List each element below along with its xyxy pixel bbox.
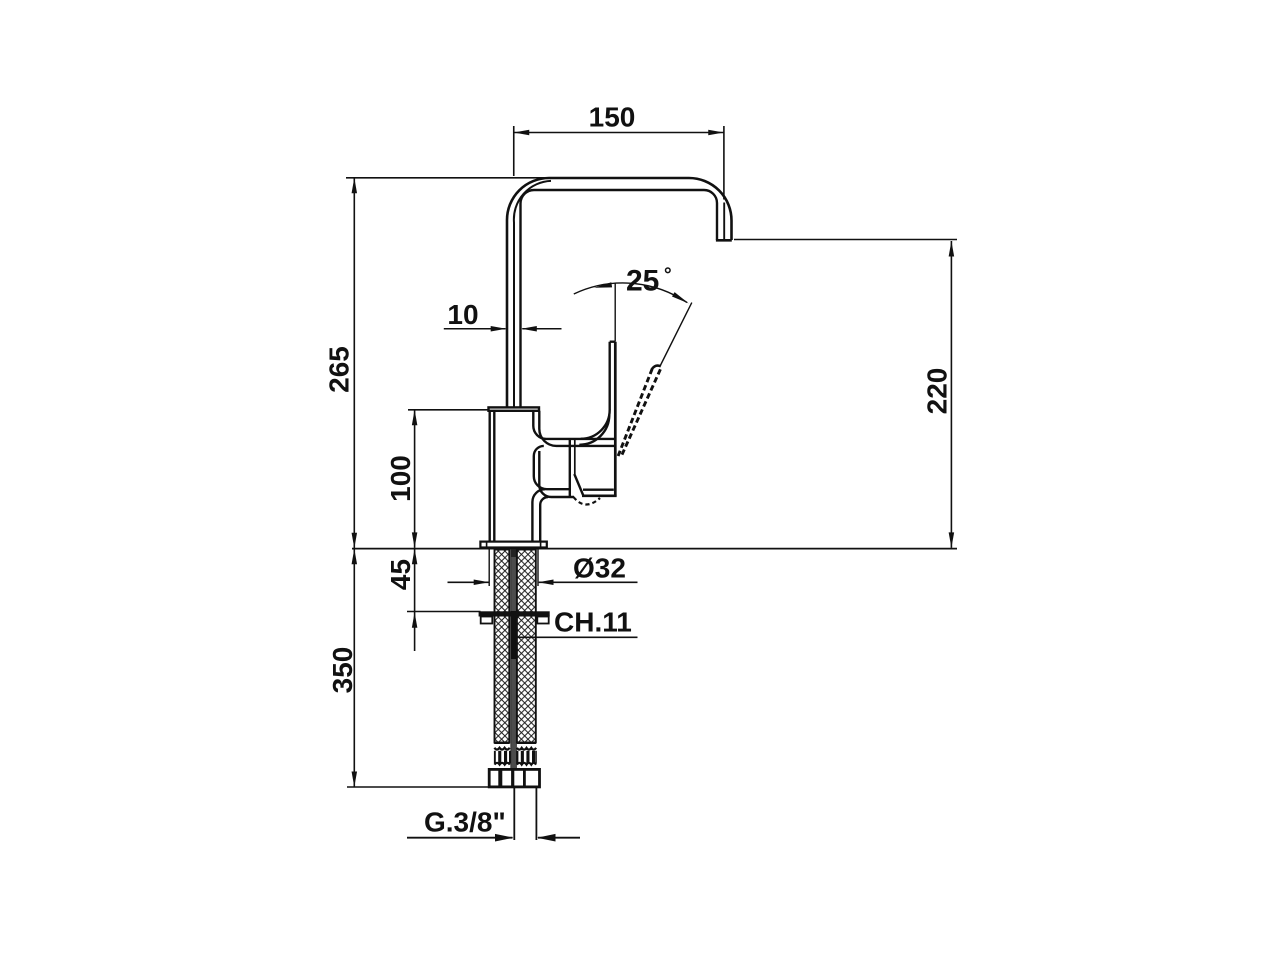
svg-text:10: 10	[447, 299, 478, 330]
svg-text:CH.11: CH.11	[554, 607, 632, 638]
svg-text:45: 45	[385, 559, 416, 590]
svg-text:25: 25	[626, 265, 659, 298]
svg-text:Ø32: Ø32	[573, 553, 626, 584]
svg-text:350: 350	[327, 647, 358, 694]
svg-text:220: 220	[922, 368, 953, 415]
svg-text:265: 265	[324, 346, 355, 393]
svg-text:100: 100	[385, 455, 416, 502]
svg-text:150: 150	[589, 102, 636, 133]
svg-text:G.3/8": G.3/8"	[424, 807, 506, 838]
